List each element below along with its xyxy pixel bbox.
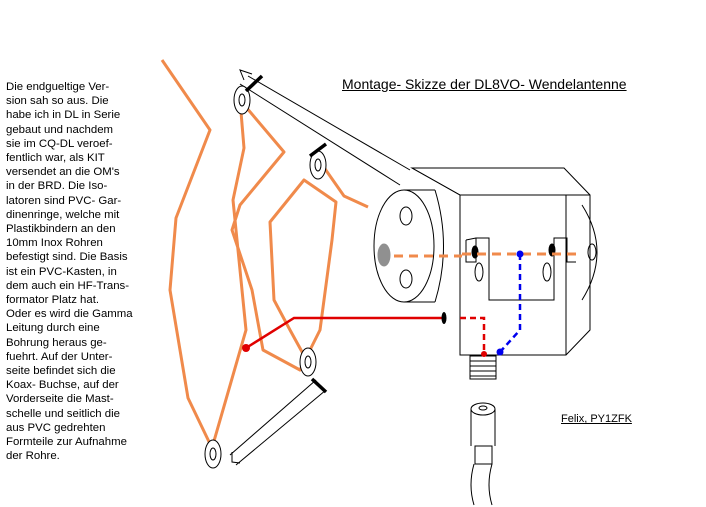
description-line: Koax- Buchse, auf der: [6, 379, 119, 392]
description-line: Bohrung heraus ge-: [6, 336, 107, 349]
coax-socket: [469, 355, 497, 380]
description-line: sie im CQ-DL veroef-: [6, 137, 113, 150]
gamma-tap-point: [242, 344, 250, 352]
description-line: gebaut und nachdem: [6, 123, 114, 136]
description-line: aus PVC gedrehten: [6, 421, 106, 434]
description-line: Die endgueltige Ver-: [6, 81, 110, 93]
coax-link: [499, 254, 522, 353]
right-fitting: [581, 204, 598, 301]
description-line: befestigt sind. Die Basis: [6, 251, 128, 264]
description-line: Oder es wird die Gamma: [6, 308, 133, 321]
description-line: Vorderseite die Mast-: [6, 393, 114, 406]
description-line: Leitung durch eine: [6, 322, 100, 335]
description-line: dem auch ein HF-Trans-: [6, 279, 130, 292]
description-line: dinenringe, welche mit: [6, 208, 120, 221]
description-line: ist ein PVC-Kasten, in: [6, 265, 117, 278]
description-line: in der BRD. Die Iso-: [6, 180, 108, 193]
description-line: Plastikbindern an den: [6, 223, 116, 236]
author-credit: Felix, PY1ZFK: [561, 413, 632, 425]
description-line: der Rohre.: [6, 450, 60, 463]
description-line: habe ich in DL in Serie: [6, 109, 121, 122]
lower-boom: [229, 379, 327, 466]
description-line: Formteile zur Aufnahme: [6, 436, 127, 449]
base-box: [410, 167, 591, 356]
left-fitting-bore: [377, 243, 391, 267]
description-line: seite befindet sich die: [6, 365, 116, 378]
coax-link-socket: [496, 348, 504, 356]
upper-boom: [239, 69, 411, 186]
coax-plug: [470, 402, 496, 506]
description-text: Die endgueltige Ver-sion sah so aus. Die…: [6, 80, 166, 463]
mast-clamp: [465, 237, 576, 301]
plastic-ties: [244, 74, 328, 394]
coax-link-tap: [516, 250, 524, 258]
description-line: fentlich war, als KIT: [6, 152, 105, 165]
description-line: versendet an die OM's: [6, 166, 120, 179]
description-line: fuehrt. Auf der Unter-: [6, 350, 113, 363]
description-line: formator Platz hat.: [6, 294, 100, 307]
gamma-feedthrough: [441, 312, 447, 324]
description-line: latoren sind PVC- Gar-: [6, 194, 122, 207]
gamma-line: [242, 316, 487, 357]
diagram-title: Montage- Skizze der DL8VO- Wendelantenne: [342, 76, 627, 92]
insulator-rings: [204, 85, 327, 469]
description-line: 10mm Inox Rohren: [6, 237, 103, 250]
description-line: sion sah so aus. Die: [6, 95, 109, 108]
description-line: schelle und seitlich die: [6, 407, 120, 420]
left-fitting: [373, 189, 444, 303]
helix-element: [160, 59, 578, 450]
